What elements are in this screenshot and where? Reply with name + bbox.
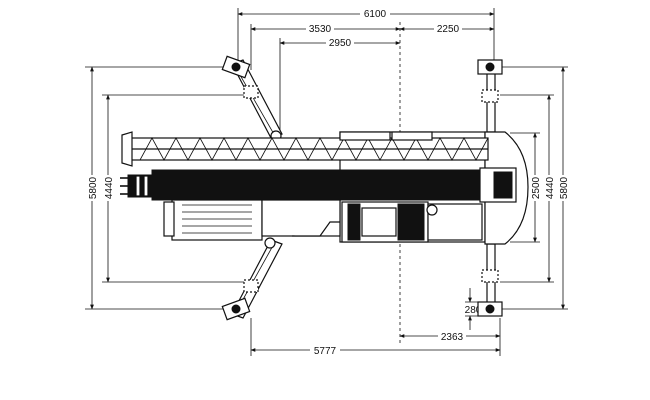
telescopic-boom — [151, 169, 487, 201]
dim-label-2363: 2363 — [441, 332, 464, 343]
dim-label-2250: 2250 — [437, 24, 460, 35]
outrigger-bottom-right — [477, 243, 503, 317]
crane-body — [120, 131, 529, 245]
engine-housing — [427, 203, 483, 241]
lattice-jib — [121, 131, 489, 167]
superstructure — [163, 199, 341, 241]
dim-label-6100: 6100 — [364, 9, 387, 20]
boom-head — [120, 174, 155, 198]
dim-label-left-5800: 5800 — [88, 176, 99, 199]
dim-label-2950: 2950 — [329, 38, 352, 49]
dim-label-right-4440: 4440 — [545, 176, 556, 199]
dim-label-2500: 2500 — [531, 176, 542, 199]
dim-label-right-5800: 5800 — [559, 176, 570, 199]
outrigger-top-right — [477, 59, 503, 133]
outrigger-bottom-left — [221, 237, 283, 321]
dim-label-left-4440: 4440 — [104, 176, 115, 199]
operator-cabin — [341, 201, 429, 243]
dim-label-280: 280 — [465, 305, 482, 316]
outrigger-top-left — [221, 55, 283, 142]
dim-label-5777: 5777 — [314, 346, 337, 357]
dimension-labels: 6100 3530 2250 2950 5800 4440 2500 4440 … — [85, 7, 570, 357]
dim-label-3530: 3530 — [309, 24, 332, 35]
